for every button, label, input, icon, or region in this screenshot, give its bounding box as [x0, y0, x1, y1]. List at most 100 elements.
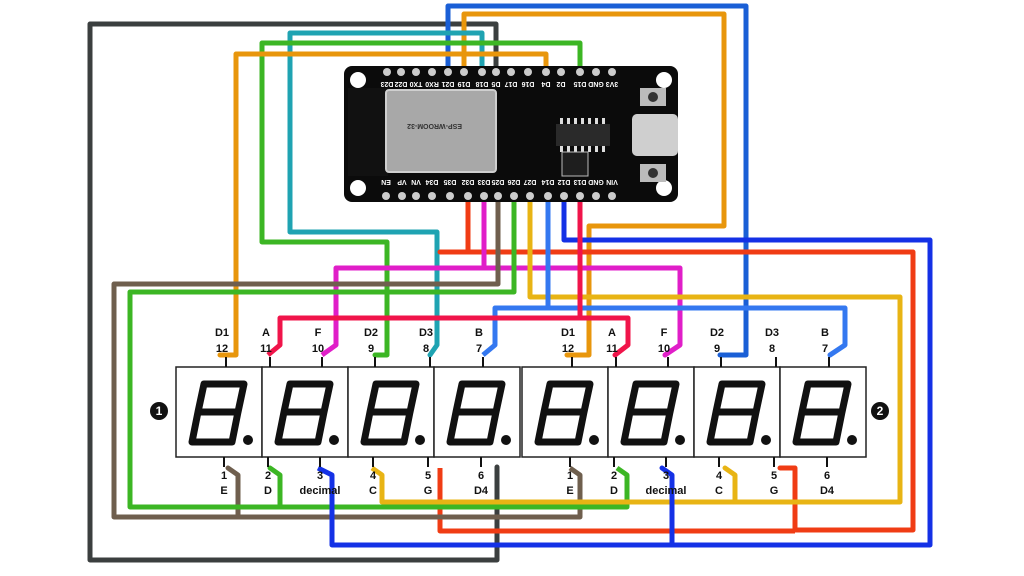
- wire-d33-f-2: [481, 197, 683, 358]
- usb-chip: [556, 124, 610, 146]
- wire-d12-decimal-2: [561, 197, 933, 548]
- header-pin-bottom: [510, 192, 518, 200]
- pin-label-top: 3V3: [606, 80, 619, 87]
- pin-name-top: A: [608, 327, 616, 339]
- wire-layer: [87, 3, 933, 563]
- pin-number-top: 9: [368, 343, 374, 355]
- pin-number-top: 11: [606, 343, 618, 355]
- pin-name-top: D1: [215, 327, 229, 339]
- pin-label-top: D17: [504, 80, 517, 87]
- pin-number-top: 12: [562, 343, 574, 355]
- pin-number-bottom: 6: [824, 470, 830, 482]
- header-pin-top: [412, 68, 420, 76]
- pin-number-top: 10: [658, 343, 670, 355]
- decimal-point: [847, 435, 857, 445]
- mount-hole: [656, 72, 672, 88]
- pin-label-bottom: D27: [523, 178, 536, 185]
- header-pin-bottom: [560, 192, 568, 200]
- pin-name-top: B: [475, 327, 483, 339]
- wire-d32-g-1: [437, 468, 795, 534]
- pin-number-top: 12: [216, 343, 228, 355]
- pin-name-top: F: [661, 327, 668, 339]
- pin-name-top: D2: [364, 327, 378, 339]
- display-badge-2: 2: [871, 402, 889, 420]
- chip-pin: [567, 118, 570, 124]
- badge-text: 1: [156, 404, 163, 418]
- pin-name-top: D3: [765, 327, 779, 339]
- pin-label-bottom: D12: [557, 178, 570, 185]
- pin-label-bottom: D14: [541, 178, 554, 185]
- pin-label-bottom: GND: [588, 178, 604, 185]
- pin-label-bottom: D13: [573, 178, 586, 185]
- header-pin-top: [492, 68, 500, 76]
- chip-pin: [560, 146, 563, 152]
- wire-d32-g-2: [465, 197, 916, 533]
- pin-label-bottom: VN: [411, 178, 421, 185]
- chip-pin: [581, 146, 584, 152]
- wire-d33-f-1: [320, 265, 484, 358]
- badge-circle: [150, 402, 168, 420]
- pin-number-bottom: 1: [221, 470, 227, 482]
- header-pin-top: [507, 68, 515, 76]
- pin-label-top: GND: [588, 80, 604, 87]
- decimal-point: [415, 435, 425, 445]
- pin-name-bottom: C: [715, 485, 723, 497]
- wire-d15-display1-d2: [259, 40, 583, 358]
- wire-d27-c-1: [370, 465, 735, 505]
- pin-number-bottom: 2: [611, 470, 617, 482]
- chip-pin: [588, 146, 591, 152]
- header-pin-bottom: [592, 192, 600, 200]
- wire-d26-d-2: [280, 465, 630, 510]
- pin-name-bottom: E: [566, 485, 573, 497]
- pin-label-top: TX0: [409, 80, 422, 87]
- chip-pin: [567, 146, 570, 152]
- wire-d14-b-1: [481, 305, 548, 357]
- header-pin-top: [608, 68, 616, 76]
- header-pin-bottom: [428, 192, 436, 200]
- antenna-area: [348, 88, 388, 176]
- chip-pin: [588, 118, 591, 124]
- segment-outline: [706, 380, 766, 446]
- label-layer: D112A11F10D29D38B71E2D3decimal4C5G6D4D11…: [150, 327, 889, 497]
- pin-number-bottom: 2: [265, 470, 271, 482]
- pin-number-top: 7: [822, 343, 828, 355]
- pin-number-top: 10: [312, 343, 324, 355]
- pin-label-top: D23: [380, 80, 393, 87]
- header-pin-top: [524, 68, 532, 76]
- wire-d12-decimal-1: [316, 465, 672, 548]
- pin-label-bottom: VIN: [606, 178, 618, 185]
- pin-label-top: D22: [394, 80, 407, 87]
- pin-label-top: D19: [457, 80, 470, 87]
- header-pin-top: [592, 68, 600, 76]
- chip-pin: [602, 118, 605, 124]
- pin-name-bottom: G: [424, 485, 433, 497]
- chip-pin: [574, 118, 577, 124]
- pin-name-top: D3: [419, 327, 433, 339]
- header-pin-bottom: [480, 192, 488, 200]
- header-pin-bottom: [382, 192, 390, 200]
- header-pin-bottom: [494, 192, 502, 200]
- segment-outline: [274, 380, 334, 446]
- wire-d25-e-2: [238, 465, 583, 520]
- segment-outline: [792, 380, 852, 446]
- header-pin-bottom: [526, 192, 534, 200]
- header-pin-bottom: [398, 192, 406, 200]
- wire-d13-a-1: [266, 315, 580, 357]
- header-pin-top: [428, 68, 436, 76]
- boot-button-knob: [648, 92, 658, 102]
- pin-number-bottom: 6: [478, 470, 484, 482]
- decimal-point: [761, 435, 771, 445]
- header-pin-top: [397, 68, 405, 76]
- pin-name-bottom: decimal: [300, 485, 341, 497]
- pin-name-top: D1: [561, 327, 575, 339]
- pin-label-bottom: D26: [507, 178, 520, 185]
- segment-outline: [360, 380, 420, 446]
- segment-outline: [534, 380, 594, 446]
- segment-outline: [446, 380, 506, 446]
- decimal-point: [329, 435, 339, 445]
- regulator: [561, 151, 589, 177]
- pin-name-bottom: D: [264, 485, 272, 497]
- chip-pin: [560, 118, 563, 124]
- header-pin-bottom: [446, 192, 454, 200]
- pin-label-bottom: D25: [491, 178, 504, 185]
